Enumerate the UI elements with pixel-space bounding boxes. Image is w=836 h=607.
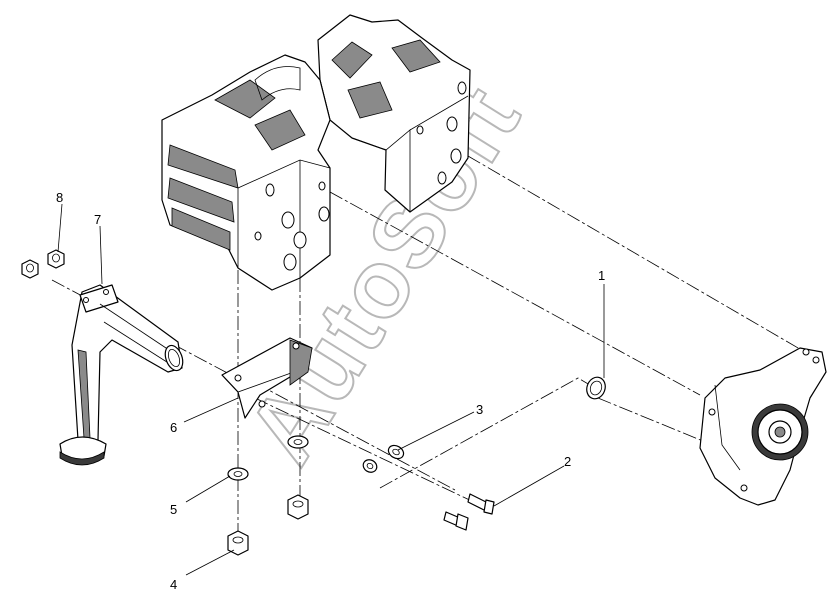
leader-lines [57,203,605,576]
callout-3: 3 [476,402,483,417]
hex-nut-4 [227,530,249,556]
oil-pump [699,347,827,506]
bracket-6 [221,337,313,419]
washer-5 [227,467,249,481]
callout-6: 6 [170,420,177,435]
callout-8: 8 [56,190,63,205]
callout-5: 5 [170,502,177,517]
suction-tube-7 [59,284,184,466]
bolt-2a [467,493,495,515]
callout-2: 2 [564,454,571,469]
seal-ring-1 [586,376,606,400]
hex-nut-8a [21,259,39,279]
bolt-2b [443,511,469,531]
hex-nut-upper [287,494,309,520]
washer-upper [287,435,309,449]
washer-3b [362,459,378,473]
callout-1: 1 [598,268,605,283]
pump-gear-icon [751,403,809,461]
hex-nut-8b [47,249,65,269]
assembly-axes [51,155,806,540]
callout-4: 4 [170,577,177,592]
washer-3a [387,444,405,460]
callout-7: 7 [94,212,101,227]
engine-block [161,14,471,291]
